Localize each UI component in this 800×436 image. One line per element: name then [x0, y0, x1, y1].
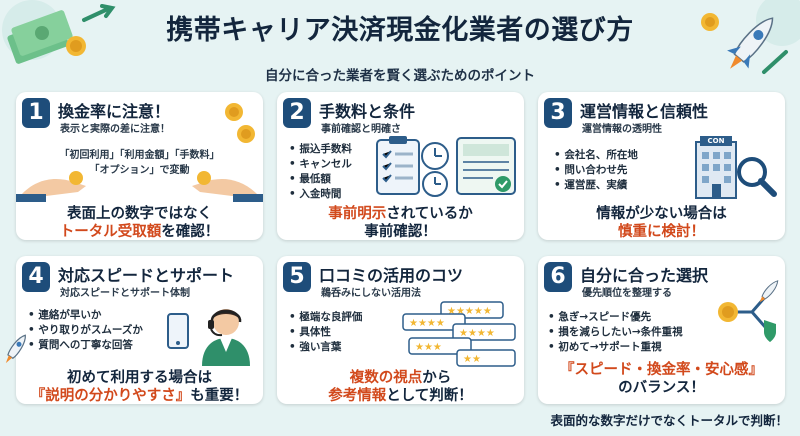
list-item: 極端な良評価	[289, 310, 362, 325]
list-item: 振込手数料	[289, 142, 352, 157]
card-conclusion-line1: 複数の視点から	[277, 366, 524, 387]
review-cards-icon: ★★★★★ ★★★★ ★★★★ ★★★ ★★	[402, 301, 516, 367]
svg-text:★★★★: ★★★★	[409, 318, 445, 329]
fee-checklist: 振込手数料 キャンセル 最低額 入金時間	[289, 142, 352, 202]
card-reviews: 5 口コミの活用のコツ 鵜呑みにしない活用法 極端な良評価 具体性 強い言葉 ★…	[277, 256, 524, 404]
highlight-text: 参考情報	[328, 388, 387, 404]
card-subtitle: 優先順位を整理する	[582, 288, 672, 299]
page-title: 携帯キャリア決済現金化業者の選び方	[166, 15, 634, 46]
small-rocket-icon	[5, 334, 26, 364]
card-conclusion-line1: 『スピード・換金率・安心感』	[538, 358, 785, 379]
highlight-text: 『説明の分かりやすさ』	[30, 388, 191, 404]
card-title: 運営情報と信頼性	[580, 102, 709, 121]
card-speed-support: 4 対応スピードとサポート 対応スピードとサポート体制 連絡が早いか やり取りが…	[16, 256, 263, 404]
highlight-text: 慎重に検討！	[618, 224, 705, 240]
highlight-text: 『スピード・換金率・安心感』	[560, 362, 763, 378]
list-item: 初めて→サポート重視	[548, 340, 683, 355]
conclusion-text: されているか	[386, 206, 473, 222]
card-conclusion-line2: 慎重に検討！	[538, 220, 785, 240]
list-item: やり取りがスムーズか	[28, 323, 142, 338]
card-subtitle: 運営情報の透明性	[582, 124, 662, 135]
list-item: 具体性	[289, 325, 362, 340]
list-item: 損を減らしたい→条件重視	[548, 325, 682, 340]
money-decoration-icon	[2, 0, 116, 64]
clipboard-checklist-icon	[376, 136, 516, 197]
list-item: 強い言葉	[289, 340, 362, 355]
card-subtitle: 事前確認と明確さ	[321, 124, 401, 135]
highlight-text: 複数の視点	[349, 370, 423, 386]
card-subtitle: 鵜呑みにしない活用法	[321, 288, 421, 299]
card-conclusion-line2: 『説明の分かりやすさ』も重要！	[16, 384, 263, 404]
hands-giving-money-icon	[16, 171, 263, 202]
card-number: 1	[22, 98, 50, 128]
card-title: 換金率に注意！	[58, 102, 171, 121]
coins-icon	[225, 103, 255, 143]
card-fees-conditions: 2 手数料と条件 事前確認と明確さ 振込手数料 キャンセル 最低額 入金時間 事…	[277, 92, 524, 240]
review-checklist: 極端な良評価 具体性 強い言葉	[289, 310, 362, 355]
card-conclusion-line1: 情報が少ない場合は	[596, 206, 727, 222]
footer-note: 表面的な数字だけでなくトータルで判断！	[550, 413, 788, 428]
card-number: 5	[283, 262, 311, 292]
list-item: 運営歴、実績	[554, 178, 638, 193]
card-title: 対応スピードとサポート	[58, 266, 235, 285]
card-conclusion-line1: 初めて利用する場合は	[67, 370, 212, 386]
card-subtitle: 表示と実際の差に注意！	[60, 124, 170, 135]
conditions-tag: 「初回利用」「利用金額」「手数料」	[59, 150, 220, 161]
priority-list: 急ぎ→スピード優先 損を減らしたい→条件重視 初めて→サポート重視	[548, 310, 683, 355]
building-sign-label: CON	[707, 137, 725, 145]
highlight-text: 事前明示	[328, 206, 387, 222]
conclusion-text: も重要！	[190, 388, 249, 404]
card-number: 3	[544, 98, 572, 128]
svg-text:★★: ★★	[463, 354, 481, 365]
highlight-text: トータル受取額	[59, 224, 162, 240]
conclusion-text: を確認！	[161, 224, 220, 240]
card-conclusion-line1: 事前明示されているか	[277, 202, 524, 223]
card-operator-info: 3 運営情報と信頼性 運営情報の透明性 会社名、所在地 問い合わせ先 運営歴、実…	[538, 92, 785, 240]
list-item: 入金時間	[289, 187, 352, 202]
list-item: 会社名、所在地	[554, 148, 638, 163]
card-conclusion-line2: 参考情報として判断！	[277, 384, 524, 404]
card-number: 6	[544, 262, 572, 292]
card-number: 4	[22, 262, 50, 292]
building-magnifier-icon	[695, 136, 777, 199]
conclusion-text: として判断！	[386, 388, 473, 404]
rocket-icon	[701, 0, 800, 74]
list-item: 質問への丁寧な回答	[28, 338, 143, 353]
list-item: キャンセル	[289, 157, 352, 172]
svg-text:★★★: ★★★	[415, 342, 442, 353]
card-right-choice: 6 自分に合った選択 優先順位を整理する 急ぎ→スピード優先 損を減らしたい→条…	[538, 256, 785, 404]
page-subtitle: 自分に合った業者を賢く選ぶためのポイント	[265, 68, 535, 84]
card-number: 2	[283, 98, 311, 128]
list-item: 連絡が早いか	[28, 308, 143, 323]
svg-text:★★★★: ★★★★	[459, 328, 495, 339]
card-conclusion-line1: 表面上の数字ではなく	[67, 206, 212, 222]
list-item: 急ぎ→スピード優先	[548, 310, 683, 325]
support-operator-icon	[167, 309, 250, 366]
card-exchange-rate: 1 換金率に注意！ 表示と実際の差に注意！ 「初回利用」「利用金額」「手数料」 …	[16, 92, 263, 240]
card-conclusion-line2: トータル受取額を確認！	[16, 220, 263, 240]
support-checklist: 連絡が早いか やり取りがスムーズか 質問への丁寧な回答	[28, 308, 143, 353]
priority-choice-icon	[718, 280, 779, 342]
card-title: 自分に合った選択	[580, 266, 709, 285]
conditions-tag: 「オプション」で変動	[89, 165, 190, 176]
card-title: 口コミの活用のコツ	[319, 266, 464, 285]
card-subtitle: 対応スピードとサポート体制	[60, 288, 190, 299]
list-item: 問い合わせ先	[554, 163, 638, 178]
svg-text:★★★★★: ★★★★★	[447, 306, 492, 317]
conclusion-text: から	[422, 370, 452, 386]
card-title: 手数料と条件	[319, 102, 416, 121]
operator-checklist: 会社名、所在地 問い合わせ先 運営歴、実績	[554, 148, 638, 193]
card-conclusion-line2: 事前確認！	[364, 224, 437, 240]
card-conclusion-line2: のバランス！	[618, 380, 705, 396]
list-item: 最低額	[289, 172, 352, 187]
